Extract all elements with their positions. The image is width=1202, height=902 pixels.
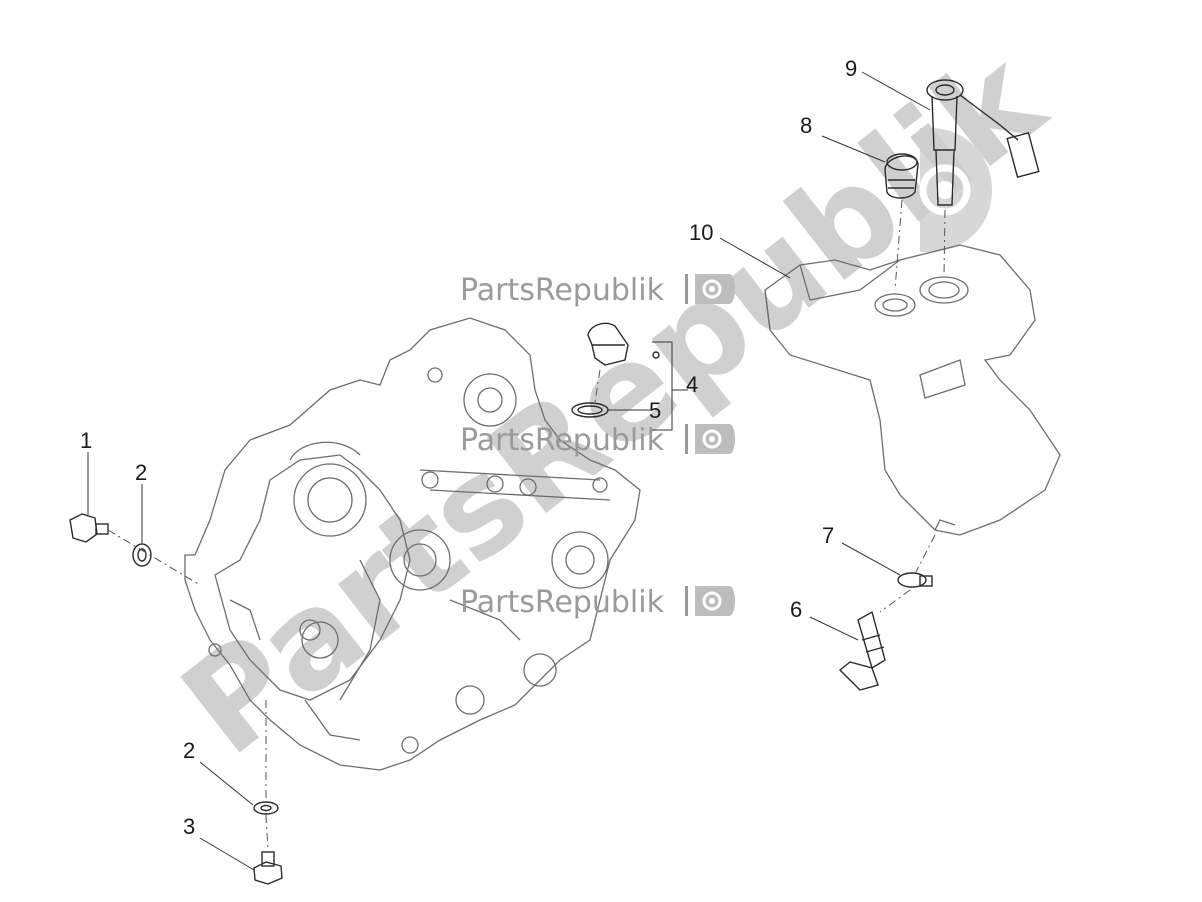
part-8-tank-cap [884, 153, 919, 199]
brand-watermark-text: PartsRepublik [460, 423, 665, 458]
brand-watermark-text: PartsRepublik [460, 585, 665, 620]
brand-watermark-text: PartsRepublik [460, 273, 665, 308]
callout-7: 7 [822, 523, 834, 548]
callout-10: 10 [689, 220, 713, 245]
callout-1: 1 [80, 428, 92, 453]
oil-tank [764, 244, 1061, 536]
flag-gear-icon [695, 274, 735, 304]
part-2-washer-upper [132, 543, 152, 567]
flag-gear-icon [695, 424, 735, 454]
part-4-filler-cap [587, 322, 660, 366]
part-2-washer-lower [253, 801, 279, 815]
flag-gear-icon [695, 586, 735, 616]
part-1-plug-screw [69, 513, 109, 543]
assembly-lines [107, 199, 946, 851]
part-9-level-sensor [926, 79, 1040, 206]
callout-leaders [87, 71, 931, 871]
part-3-drain-plug [253, 851, 283, 885]
callout-8: 8 [800, 113, 812, 138]
callout-2-lower: 2 [183, 738, 195, 763]
callout-2-upper: 2 [135, 460, 147, 485]
engine-crankcase [184, 317, 641, 771]
part-7-hose-clamp [897, 572, 933, 588]
part-6-hose-fitting [838, 610, 886, 691]
callout-labels: 1 2 2 3 4 5 6 7 8 9 10 [80, 56, 857, 839]
brand-watermark-3: PartsRepublik [460, 585, 735, 620]
callout-4: 4 [686, 372, 698, 397]
brand-watermark-2: PartsRepublik [460, 423, 735, 458]
callout-9: 9 [845, 56, 857, 81]
brand-watermark-1: PartsRepublik [460, 273, 735, 308]
callout-6: 6 [790, 597, 802, 622]
callout-3: 3 [183, 814, 195, 839]
callout-5: 5 [649, 398, 661, 423]
